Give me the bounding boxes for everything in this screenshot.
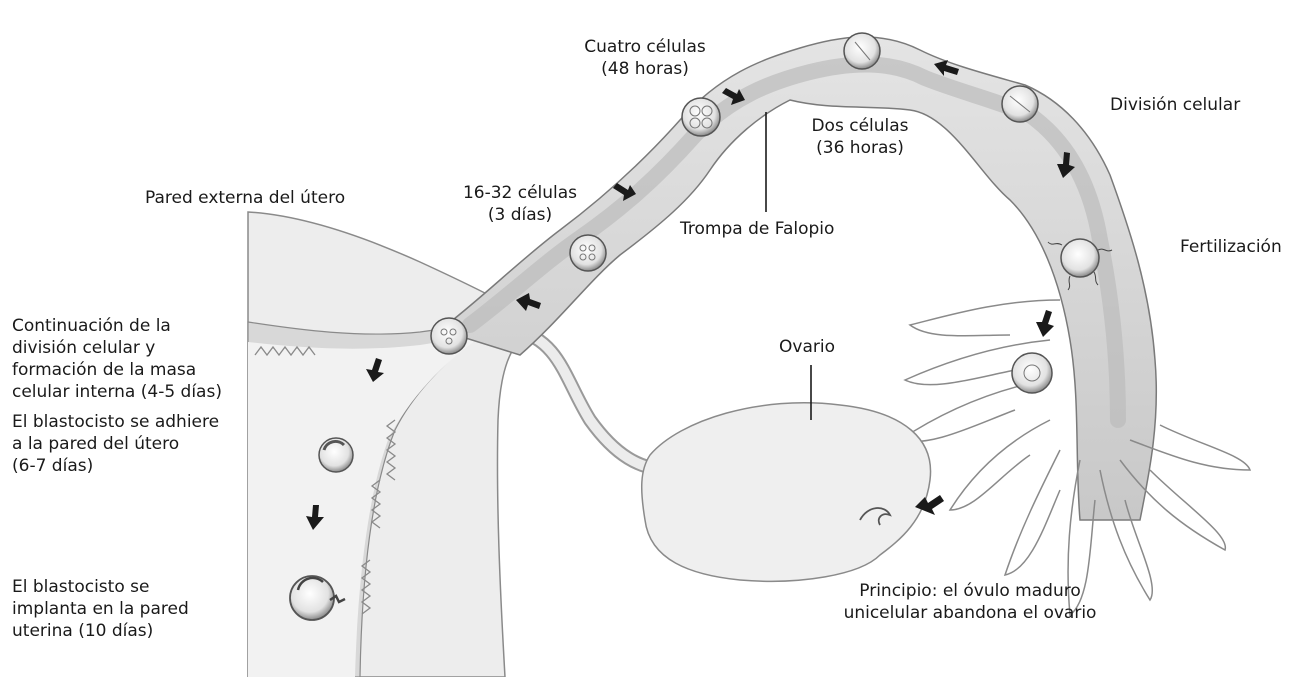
- label-continuacion-line3: formación de la masa: [12, 359, 222, 381]
- label-cuatro-celulas: Cuatro células (48 horas): [560, 36, 730, 80]
- cell-two-cells-a: [1002, 86, 1038, 122]
- label-continuacion: Continuación de la división celular y fo…: [12, 315, 222, 403]
- label-16-32-celulas-line2: (3 días): [445, 204, 595, 226]
- cell-four-cells: [682, 98, 720, 136]
- label-cuatro-celulas-line2: (48 horas): [560, 58, 730, 80]
- label-blastocisto-adhiere-line3: (6-7 días): [12, 455, 219, 477]
- label-blastocisto-implanta-line2: implanta en la pared: [12, 598, 189, 620]
- cell-two-cells-b: [844, 33, 880, 69]
- ovarian-ligament: [515, 330, 670, 470]
- label-ovario: Ovario: [779, 336, 835, 358]
- label-blastocisto-implanta: El blastocisto se implanta en la pared u…: [12, 576, 189, 642]
- label-dos-celulas-line2: (36 horas): [790, 137, 930, 159]
- cell-one-cell-ovum: [1012, 353, 1052, 393]
- label-cuatro-celulas-line1: Cuatro células: [560, 36, 730, 58]
- label-dos-celulas: Dos células (36 horas): [790, 115, 930, 159]
- label-dos-celulas-line1: Dos células: [790, 115, 930, 137]
- label-blastocisto-adhiere-line1: El blastocisto se adhiere: [12, 411, 219, 433]
- cell-blastocyst-adhering: [319, 438, 353, 472]
- label-blastocisto-implanta-line1: El blastocisto se: [12, 576, 189, 598]
- ovary: [642, 403, 931, 581]
- label-pared-externa: Pared externa del útero: [145, 187, 345, 209]
- label-16-32-celulas: 16-32 células (3 días): [445, 182, 595, 226]
- label-ovario-line1: Ovario: [779, 336, 835, 358]
- label-principio-line1: Principio: el óvulo maduro: [820, 580, 1120, 602]
- label-fertilizacion: Fertilización: [1180, 236, 1282, 258]
- uterus: [248, 212, 530, 677]
- label-pared-externa-line1: Pared externa del útero: [145, 187, 345, 209]
- label-blastocisto-implanta-line3: uterina (10 días): [12, 620, 189, 642]
- label-division-celular: División celular: [1110, 94, 1240, 116]
- label-trompa-de-falopio: Trompa de Falopio: [680, 218, 834, 240]
- label-principio-line2: unicelular abandona el ovario: [820, 602, 1120, 624]
- label-continuacion-line4: celular interna (4-5 días): [12, 381, 222, 403]
- label-blastocisto-adhiere: El blastocisto se adhiere a la pared del…: [12, 411, 219, 477]
- label-continuacion-line2: división celular y: [12, 337, 222, 359]
- label-fertilizacion-line1: Fertilización: [1180, 236, 1282, 258]
- label-blastocisto-adhiere-line2: a la pared del útero: [12, 433, 219, 455]
- label-16-32-celulas-line1: 16-32 células: [445, 182, 595, 204]
- cell-16-32-cells: [570, 235, 606, 271]
- label-continuacion-line1: Continuación de la: [12, 315, 222, 337]
- label-trompa-line1: Trompa de Falopio: [680, 218, 834, 240]
- label-division-celular-line1: División celular: [1110, 94, 1240, 116]
- cell-morula: [431, 318, 467, 354]
- label-principio: Principio: el óvulo maduro unicelular ab…: [820, 580, 1120, 624]
- arrow-fimbriae: [1036, 310, 1054, 337]
